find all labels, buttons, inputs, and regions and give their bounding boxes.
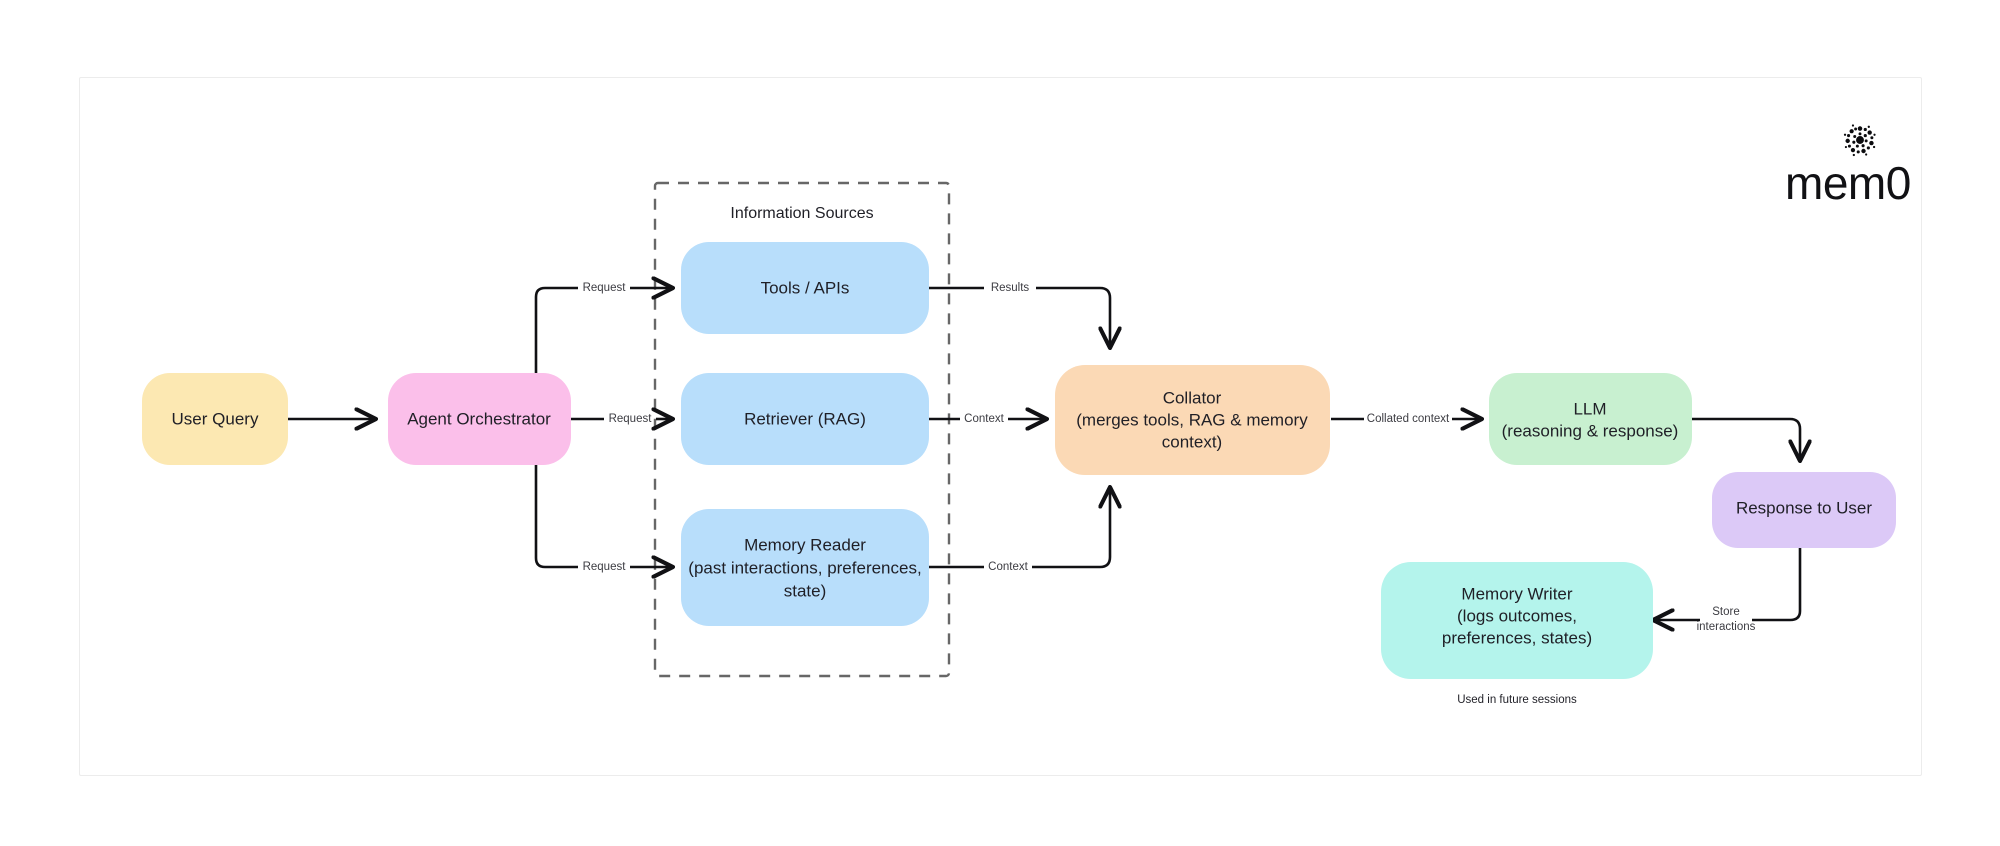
node-memory-writer-label: Memory Writer xyxy=(1461,584,1572,603)
edge-label-memory-to-collator: Context xyxy=(988,561,1028,573)
edge-tools-to-collator: Results xyxy=(929,282,1110,347)
node-memory-reader[interactable]: Memory Reader (past interactions, prefer… xyxy=(681,509,929,626)
edge-label-response-to-writer-line2: interactions xyxy=(1697,621,1756,633)
node-memory-writer-shape[interactable] xyxy=(1381,562,1653,679)
node-user-query[interactable]: User Query xyxy=(142,373,288,465)
edge-label-orchestrator-to-retriever: Request xyxy=(609,413,653,425)
node-tools-apis-label: Tools / APIs xyxy=(761,278,850,297)
node-agent-orchestrator-label: Agent Orchestrator xyxy=(407,409,551,428)
node-retriever-rag-shape[interactable] xyxy=(681,373,929,465)
node-memory-writer[interactable]: Memory Writer (logs outcomes, preference… xyxy=(1381,562,1653,679)
node-memory-reader-sublabel-line2: state) xyxy=(784,581,827,600)
node-retriever-rag[interactable]: Retriever (RAG) xyxy=(681,373,929,465)
node-memory-writer-sublabel-line2: preferences, states) xyxy=(1442,628,1592,647)
node-collator[interactable]: Collator (merges tools, RAG & memory con… xyxy=(1055,365,1330,475)
node-response-to-user-shape[interactable] xyxy=(1712,472,1896,548)
edge-label-collator-to-llm: Collated context xyxy=(1367,413,1450,425)
edge-response-to-writer: Store interactions xyxy=(1654,546,1802,633)
node-memory-writer-sublabel-line1: (logs outcomes, xyxy=(1457,606,1577,625)
node-collator-sublabel-line2: context) xyxy=(1162,432,1222,451)
node-llm[interactable]: LLM (reasoning & response) xyxy=(1489,373,1692,465)
edge-label-tools-to-collator: Results xyxy=(991,282,1030,294)
node-llm-label: LLM xyxy=(1573,399,1606,418)
brand-logo: mem0 xyxy=(1785,118,1960,228)
edge-orchestrator-to-retriever: Request xyxy=(571,413,672,425)
node-collator-sublabel-line1: (merges tools, RAG & memory xyxy=(1076,410,1308,429)
node-agent-orchestrator[interactable]: Agent Orchestrator xyxy=(388,373,571,465)
node-llm-sublabel: (reasoning & response) xyxy=(1502,421,1679,440)
node-tools-apis[interactable]: Tools / APIs xyxy=(681,242,929,334)
node-llm-shape[interactable] xyxy=(1489,373,1692,465)
node-memory-reader-sublabel-line1: (past interactions, preferences, xyxy=(688,558,921,577)
edge-memory-to-collator: Context xyxy=(929,488,1110,573)
brand-wordmark-text: mem0 xyxy=(1785,157,1911,209)
node-collator-shape[interactable] xyxy=(1055,365,1330,475)
edge-label-orchestrator-to-memory: Request xyxy=(583,561,627,573)
node-user-query-label: User Query xyxy=(172,409,259,428)
information-sources-title: Information Sources xyxy=(730,205,873,222)
node-retriever-rag-label: Retriever (RAG) xyxy=(744,409,866,428)
edge-collator-to-llm: Collated context xyxy=(1331,413,1481,425)
node-response-to-user-label: Response to User xyxy=(1736,498,1872,517)
node-response-to-user[interactable]: Response to User xyxy=(1712,472,1896,548)
note-used-in-future-sessions: Used in future sessions xyxy=(1457,694,1577,706)
edge-orchestrator-to-tools: Request xyxy=(534,282,672,388)
brand-wordmark: mem0 xyxy=(1785,160,1911,206)
node-agent-orchestrator-shape[interactable] xyxy=(388,373,571,465)
node-memory-reader-shape[interactable] xyxy=(681,509,929,626)
edge-retriever-to-collator: Context xyxy=(929,413,1046,425)
dot-burst-icon xyxy=(1843,124,1876,157)
edge-orchestrator-to-memory: Request xyxy=(534,450,672,573)
node-user-query-shape[interactable] xyxy=(142,373,288,465)
edge-label-orchestrator-to-tools: Request xyxy=(583,282,627,294)
node-memory-reader-label: Memory Reader xyxy=(744,535,866,554)
node-tools-apis-shape[interactable] xyxy=(681,242,929,334)
edge-label-retriever-to-collator: Context xyxy=(964,413,1004,425)
edge-label-response-to-writer-line1: Store xyxy=(1712,606,1740,618)
node-collator-label: Collator xyxy=(1163,388,1222,407)
edge-llm-to-response xyxy=(1683,417,1800,460)
